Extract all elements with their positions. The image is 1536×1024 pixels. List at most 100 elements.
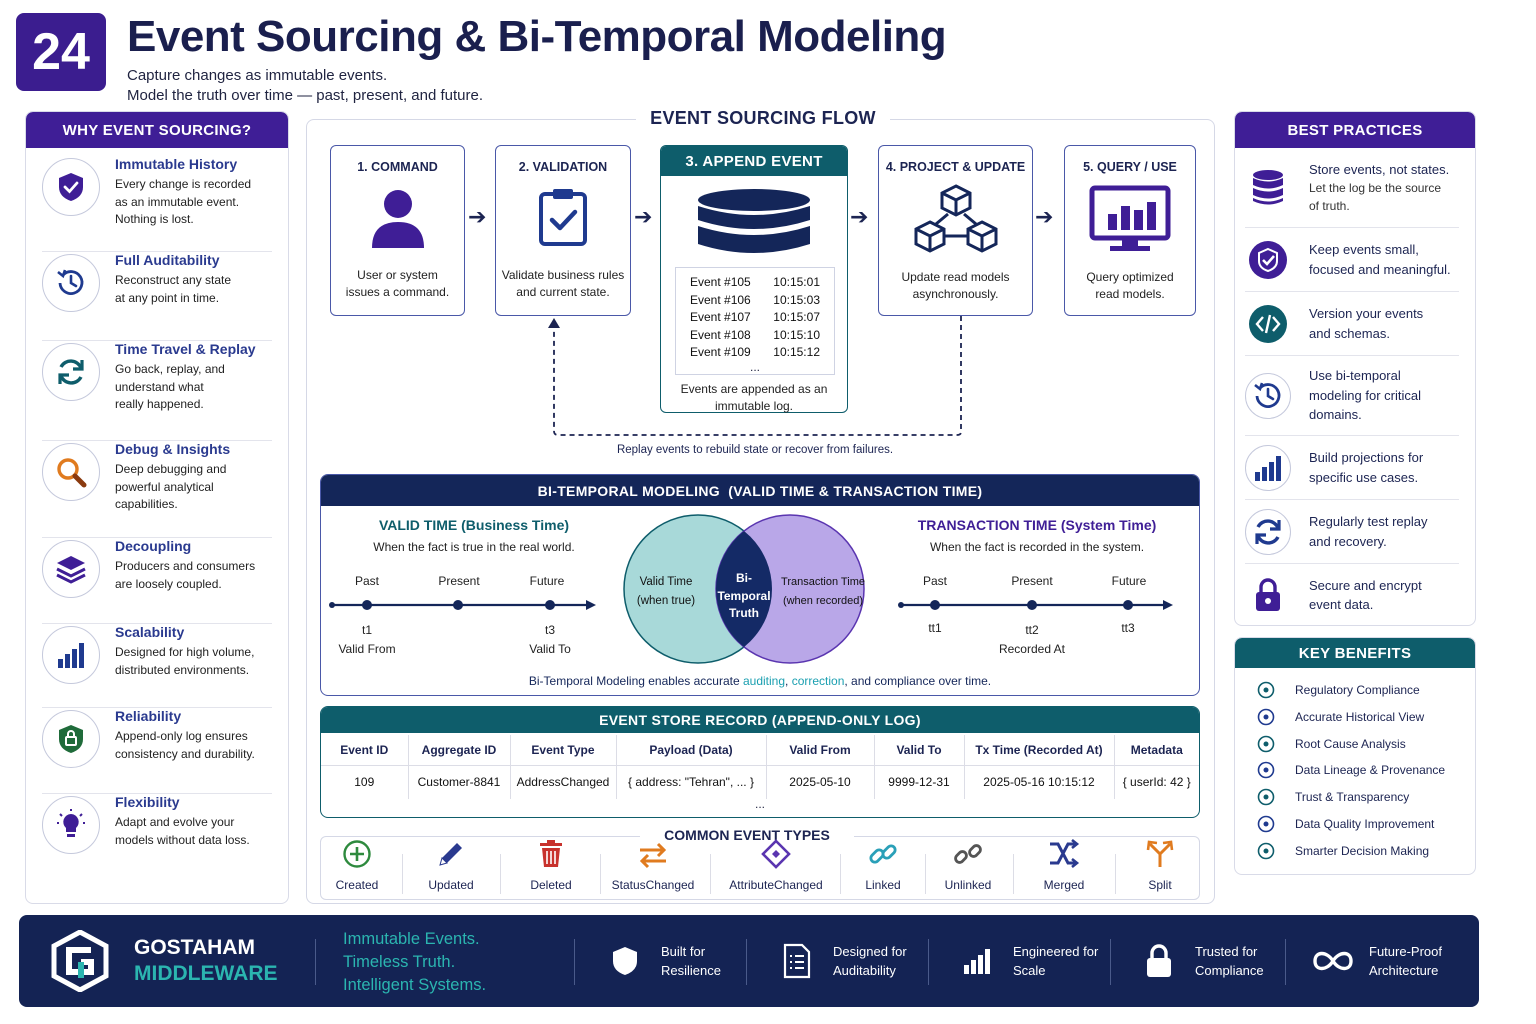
table-cell: Customer-8841 <box>408 765 511 799</box>
why-item: Scalability Designed for high volume,dis… <box>42 624 272 708</box>
regulatory-badge-icon <box>1255 681 1277 699</box>
bar-chart-icon <box>42 626 100 684</box>
event-type-unlinked: Unlinked <box>913 836 1023 900</box>
why-heading: WHY EVENT SOURCING? <box>26 112 288 148</box>
divider <box>402 854 403 894</box>
event-type-statuschanged: StatusChanged <box>598 836 708 900</box>
decision-icon <box>1255 842 1277 860</box>
divider <box>500 854 501 894</box>
best-practice-item: Store events, not states.Let the log be … <box>1245 148 1459 228</box>
bar-chart-icon <box>955 945 999 977</box>
tag-diamond-icon <box>761 839 791 872</box>
bitemporal-venn <box>623 514 865 664</box>
table-cell: 2025-05-16 10:15:12 <box>964 765 1115 799</box>
timeline-tick: tt1 <box>928 621 942 635</box>
history-view-icon <box>1255 708 1277 726</box>
timeline-label: Past <box>922 574 947 588</box>
timeline-tick: tt3 <box>1121 621 1135 635</box>
table-cell: 2025-05-10 <box>766 765 875 799</box>
best-practices-heading: BEST PRACTICES <box>1235 112 1475 148</box>
badge-check-icon <box>1245 237 1291 283</box>
brand-name: GOSTAHAM MIDDLEWARE <box>134 936 278 985</box>
refresh-icon <box>1245 508 1291 555</box>
tx-time-title: TRANSACTION TIME (System Time) <box>917 517 1157 533</box>
chapter-badge: 24 <box>16 13 106 91</box>
pencil-icon <box>436 839 466 872</box>
event-type-split: Split <box>1105 836 1215 900</box>
why-item-title: Debug & Insights <box>115 441 231 457</box>
magnifier-icon <box>42 443 100 501</box>
divider <box>1013 854 1014 894</box>
venn-valid-label: Valid Time(when true) <box>636 576 696 607</box>
clock-history-icon <box>42 254 100 312</box>
flow-arrow: ➔ <box>1035 204 1054 229</box>
table-header: Valid To <box>874 735 965 766</box>
timeline-label: Past <box>354 574 379 588</box>
clipboard-check-icon <box>539 189 587 246</box>
event-type-deleted: Deleted <box>496 836 606 900</box>
divider <box>928 939 929 985</box>
data-quality-icon <box>1255 815 1277 833</box>
table-cell: { address: "Tehran", ... } <box>616 765 767 799</box>
timeline-label: Future <box>529 574 565 588</box>
user-icon <box>371 190 424 248</box>
tx-time-desc: When the fact is recorded in the system. <box>929 540 1145 554</box>
event-type-attributechanged: AttributeChanged <box>721 836 831 900</box>
divider <box>1285 939 1286 985</box>
divider <box>600 854 601 894</box>
key-benefit-item: Accurate Historical View <box>1255 708 1424 726</box>
refresh-icon <box>42 343 100 401</box>
best-practices-panel: BEST PRACTICES Store events, not states.… <box>1234 111 1476 626</box>
database-icon <box>698 189 810 253</box>
why-item-title: Flexibility <box>115 794 180 810</box>
why-item-desc: Designed for high volume,distributed env… <box>115 645 255 677</box>
shield-check-icon <box>42 158 100 216</box>
why-item-title: Full Auditability <box>115 252 220 268</box>
document-list-icon <box>775 943 819 979</box>
event-store-heading: EVENT STORE RECORD (APPEND-ONLY LOG) <box>321 707 1199 733</box>
trash-icon <box>537 839 565 872</box>
venn-tx-label: Transaction Time(when recorded) <box>781 576 865 607</box>
why-item: Time Travel & Replay Go back, replay, an… <box>42 341 272 441</box>
event-store-panel: EVENT STORE RECORD (APPEND-ONLY LOG) Eve… <box>320 706 1200 818</box>
trust-icon <box>1255 788 1277 806</box>
code-icon <box>1245 301 1291 347</box>
database-icon <box>1245 165 1291 211</box>
cubes-network-icon <box>914 184 997 253</box>
bitemporal-footnote: Bi-Temporal Modeling enables accurate au… <box>528 674 992 688</box>
event-type-linked: Linked <box>828 836 938 900</box>
append-heading: 3. APPEND EVENT <box>661 146 847 176</box>
clock-history-icon <box>1245 372 1291 419</box>
bitemporal-panel: BI-TEMPORAL MODELING (VALID TIME & TRANS… <box>320 474 1200 696</box>
key-benefit-item: Data Quality Improvement <box>1255 815 1434 833</box>
timeline-label: Present <box>438 574 480 588</box>
page-title: Event Sourcing & Bi-Temporal Modeling <box>127 12 947 61</box>
event-type-updated: Updated <box>396 836 506 900</box>
merge-icon <box>1048 838 1080 872</box>
split-icon <box>1145 839 1175 872</box>
plus-circle-icon <box>342 839 372 872</box>
link-icon <box>868 839 898 872</box>
shield-check-icon <box>603 945 647 977</box>
divider <box>710 854 711 894</box>
table-header: Payload (Data) <box>616 735 767 766</box>
